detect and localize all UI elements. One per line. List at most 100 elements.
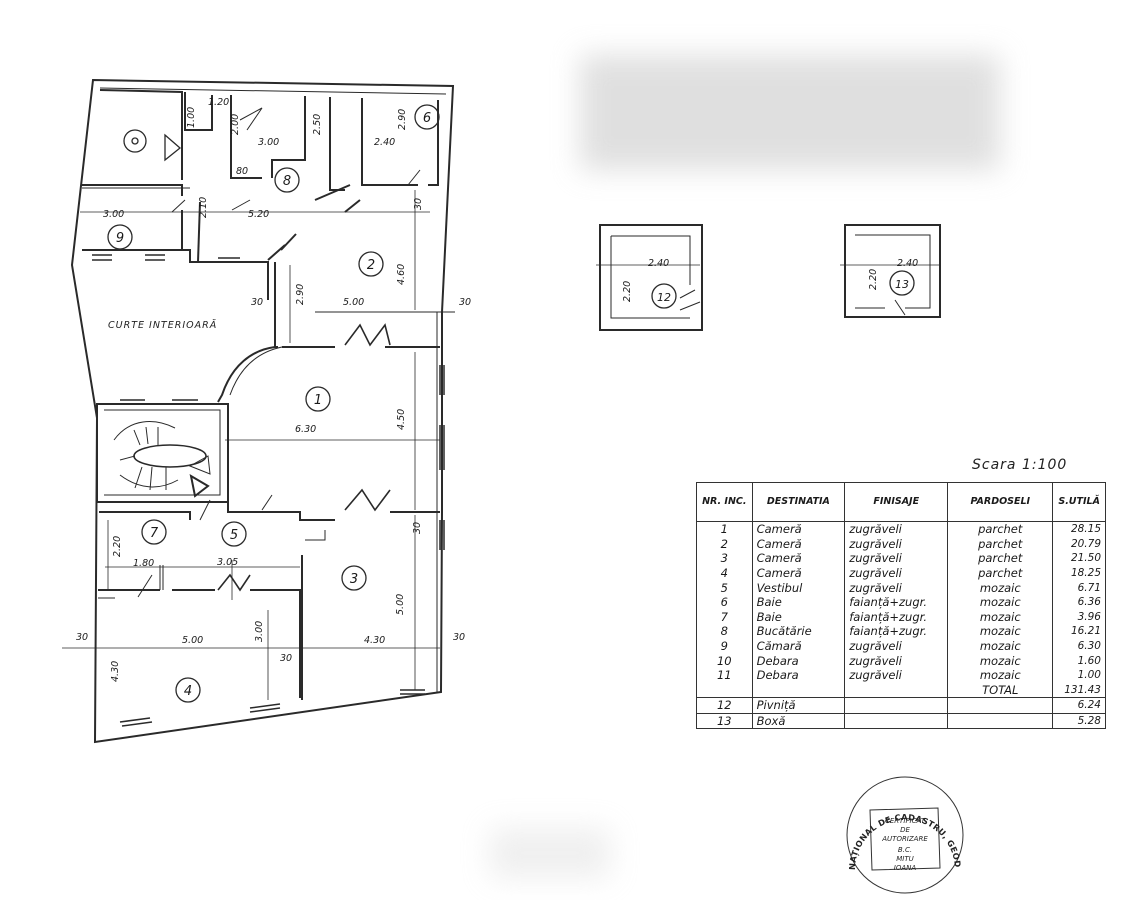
cell-pardoseli: mozaic — [947, 653, 1054, 668]
cell-nr: 2 — [696, 536, 753, 552]
cell-empty — [947, 712, 1054, 730]
cell-pardoseli: parchet — [947, 521, 1054, 537]
redacted-footer — [490, 828, 610, 878]
cell-pardoseli: mozaic — [947, 638, 1054, 654]
cell-destinatia: Pivniță — [751, 697, 846, 714]
room-schedule-table: NR. INC. DESTINATIA FINISAJE PARDOSELI S… — [696, 482, 1106, 730]
cell-finisaje: faianță+zugr. — [844, 609, 949, 625]
dim-label: 2.00 — [230, 114, 241, 135]
cell-nr: 12 — [696, 697, 753, 714]
dim-label: 2.40 — [374, 137, 395, 148]
courtyard-label: CURTE INTERIOARĂ — [108, 320, 218, 331]
cell-nr: 13 — [696, 712, 753, 730]
dim-label: 3.00 — [103, 209, 124, 220]
room-number-6: 6 — [423, 111, 431, 126]
cell-suprafata: 18.25 — [1052, 565, 1106, 581]
cell-pardoseli: parchet — [947, 551, 1054, 566]
cell-nr: 8 — [696, 624, 753, 639]
cell-suprafata: 20.79 — [1052, 536, 1106, 552]
cell-suprafata: 28.15 — [1052, 521, 1106, 537]
dim-label: 30 — [76, 632, 88, 643]
cell-suprafata: 6.71 — [1052, 580, 1106, 595]
cell-pardoseli: parchet — [947, 565, 1054, 581]
stamp-line: CERTIFICAT — [885, 817, 926, 825]
cell-finisaje: zugrăveli — [844, 580, 949, 595]
dim-label: 4.50 — [396, 409, 407, 430]
cell-destinatia: Bucătărie — [751, 624, 846, 639]
stamp-line: B.C. — [898, 846, 912, 854]
col-header-finisaje: FINISAJE — [844, 482, 949, 522]
cell-finisaje: faianță+zugr. — [844, 624, 949, 639]
dim-label: 2.40 — [648, 258, 669, 269]
dim-label: 1.00 — [186, 107, 197, 128]
cell-destinatia: Cameră — [751, 521, 846, 537]
dim-label: 80 — [236, 166, 248, 177]
stamp-line: DE — [900, 826, 910, 834]
cell-empty — [751, 682, 846, 698]
dim-label: 5.20 — [248, 209, 269, 220]
cell-pardoseli: mozaic — [947, 624, 1054, 639]
dim-label: 2.20 — [112, 536, 123, 557]
cell-nr: 6 — [696, 594, 753, 610]
cell-destinatia: Baie — [751, 609, 846, 625]
stamp-line: MITU — [896, 855, 914, 863]
dim-label: 2.20 — [868, 269, 879, 290]
cell-destinatia: Debara — [751, 653, 846, 668]
dim-label: 3.00 — [254, 621, 265, 642]
cell-empty — [844, 712, 949, 730]
dim-label: 6.30 — [295, 424, 316, 435]
cell-empty — [844, 697, 949, 714]
dim-label: 4.30 — [110, 661, 121, 682]
cell-destinatia: Cameră — [751, 551, 846, 566]
cell-suprafata: 1.60 — [1052, 653, 1106, 668]
room-number-3: 3 — [350, 572, 358, 587]
room-number-1: 1 — [314, 393, 322, 408]
dim-label: 1.80 — [133, 558, 154, 569]
redacted-header — [580, 55, 1000, 170]
dim-label: 30 — [251, 297, 263, 308]
total-value: 131.43 — [1052, 682, 1106, 698]
cell-finisaje: faianță+zugr. — [844, 594, 949, 610]
cell-finisaje: zugrăveli — [844, 551, 949, 566]
cell-suprafata: 6.24 — [1052, 697, 1106, 714]
cell-empty — [696, 682, 753, 698]
dim-label: 30 — [459, 297, 471, 308]
cell-pardoseli: mozaic — [947, 609, 1054, 625]
cell-suprafata: 16.21 — [1052, 624, 1106, 639]
room-number-2: 2 — [367, 258, 375, 273]
cell-destinatia: Boxă — [751, 712, 846, 730]
cell-nr: 7 — [696, 609, 753, 625]
room-number-8: 8 — [283, 174, 291, 189]
stamp-ring-text: NAȚIONAL DE CADASTRU, GEODEZIE ȘI CARTOG… — [0, 0, 963, 870]
stamp-line: AUTORIZARE — [881, 835, 928, 843]
cell-pardoseli: parchet — [947, 536, 1054, 552]
dim-label: 3.00 — [258, 137, 279, 148]
cell-destinatia: Vestibul — [751, 580, 846, 595]
stamp-line: IOANA — [894, 864, 917, 872]
dim-label: 2.50 — [312, 114, 323, 135]
cell-suprafata: 5.28 — [1052, 712, 1106, 730]
cell-destinatia: Cameră — [751, 536, 846, 552]
cell-nr: 11 — [696, 667, 753, 683]
cell-empty — [844, 682, 949, 698]
room-number-7: 7 — [150, 526, 159, 541]
cell-destinatia: Baie — [751, 594, 846, 610]
cell-pardoseli: mozaic — [947, 580, 1054, 595]
cell-finisaje: zugrăveli — [844, 521, 949, 537]
cell-empty — [947, 697, 1054, 714]
cell-nr: 10 — [696, 653, 753, 668]
scale-label: Scara 1:100 — [972, 457, 1068, 473]
cell-pardoseli: mozaic — [947, 667, 1054, 683]
room-number-12: 12 — [657, 291, 671, 304]
cell-nr: 1 — [696, 521, 753, 537]
